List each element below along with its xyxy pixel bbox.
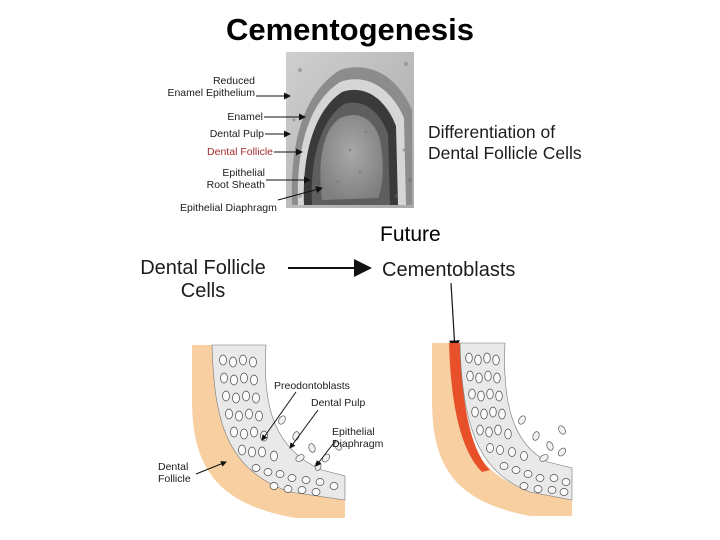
slide-title: Cementogenesis — [225, 12, 475, 47]
future-label: Future — [380, 223, 441, 246]
flow-from-label: Dental Follicle Cells — [140, 257, 266, 302]
label-dental-pulp-bottom: Dental Pulp — [311, 397, 366, 409]
label-epithelial-diaphragm-top: Epithelial Diaphragm — [180, 202, 277, 214]
label-dental-follicle-bottom: Dental Follicle — [158, 461, 191, 485]
label-reduced-enamel-epithelium: Reduced Enamel Epithelium — [167, 75, 255, 99]
label-preodontoblasts: Preodontoblasts — [274, 380, 350, 392]
label-dental-pulp-top: Dental Pulp — [209, 128, 264, 140]
differentiation-heading: Differentiation of Dental Follicle Cells — [428, 122, 582, 163]
label-epithelial-diaphragm-bottom: Epithelial Diaphragm — [332, 426, 384, 450]
label-epithelial-root-sheath: Epithelial Root Sheath — [206, 167, 265, 191]
flow-to-label: Cementoblasts — [382, 259, 516, 281]
cementoblast-layer — [449, 343, 490, 472]
label-dental-follicle-top: Dental Follicle — [207, 146, 273, 158]
label-enamel: Enamel — [227, 111, 263, 123]
